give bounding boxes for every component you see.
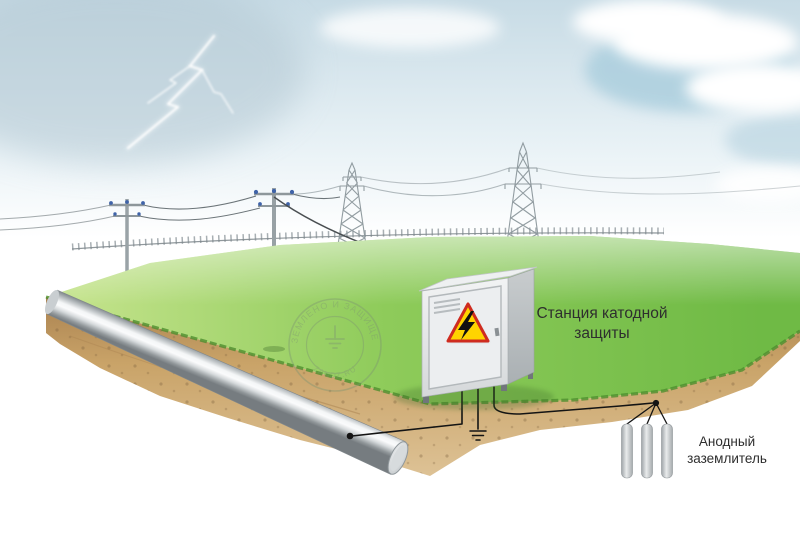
clouds bbox=[320, 0, 800, 203]
cathodic-station-cabinet bbox=[394, 266, 554, 410]
cabinet-feet bbox=[423, 371, 533, 403]
lightning-icon bbox=[125, 33, 234, 151]
cabinet-side bbox=[507, 268, 535, 385]
insulators bbox=[109, 200, 145, 216]
vent-grille bbox=[433, 298, 461, 314]
pole-wires bbox=[0, 193, 341, 231]
pipeline bbox=[45, 289, 409, 475]
transmission-towers bbox=[293, 141, 800, 253]
station-label-line1: Станция катодной bbox=[536, 305, 667, 322]
warning-sign bbox=[446, 302, 490, 343]
anode-rod bbox=[661, 423, 673, 479]
grass-fringe bbox=[45, 295, 800, 406]
ground-symbol bbox=[469, 430, 487, 441]
railway-line bbox=[71, 227, 665, 251]
anode-rod bbox=[621, 423, 633, 479]
door-lock bbox=[494, 327, 500, 337]
tower-wires bbox=[293, 167, 800, 197]
anode-label-line1: Анодный bbox=[699, 434, 755, 449]
storm-cloud bbox=[0, 0, 305, 165]
high-voltage-icon bbox=[458, 311, 475, 340]
ground-icon bbox=[325, 325, 345, 349]
anode-rods bbox=[621, 423, 673, 479]
anode-rod bbox=[641, 423, 653, 479]
pipeline-end-cap bbox=[387, 441, 409, 475]
pole-base-shadow bbox=[263, 346, 285, 352]
anode-label-line2: заземлитель bbox=[687, 451, 767, 466]
anode-junction-dot bbox=[652, 399, 660, 407]
anode-fan-wires bbox=[626, 402, 668, 425]
cabinet-roof bbox=[418, 266, 538, 292]
labels: Станция катодной защиты Анодный заземлит… bbox=[536, 305, 766, 466]
pipeline-left-rim bbox=[45, 289, 59, 315]
insulators bbox=[253, 188, 295, 206]
pipeline-drain-point bbox=[346, 432, 354, 440]
station-label-line2: защиты bbox=[574, 325, 629, 342]
